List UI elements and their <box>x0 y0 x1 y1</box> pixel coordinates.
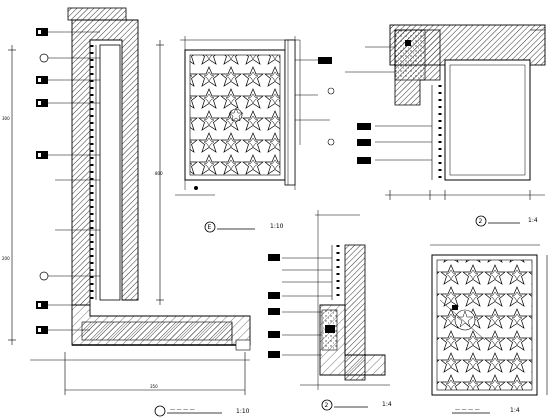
svg-text:350: 350 <box>150 384 158 389</box>
svg-text:200: 200 <box>2 256 10 261</box>
main-section-view: 300 200 800 350 — — — — 1:10 <box>2 7 251 417</box>
top-detail-view: 2 1:4 <box>327 24 546 227</box>
panel-elevation-number: E <box>208 224 212 231</box>
svg-text:800: 800 <box>155 171 163 176</box>
main-section-scale: 1:10 <box>236 408 250 415</box>
mid-detail-title: 2 1:4 <box>321 399 392 411</box>
svg-text:300: 300 <box>2 116 10 121</box>
svg-text:— — — —: — — — — <box>455 407 480 413</box>
main-section-title: — — — — 1:10 <box>154 405 250 417</box>
panel-detail-title: — — — — 1:4 <box>452 407 520 414</box>
panel-elevation-scale: 1:10 <box>270 223 284 230</box>
panel-detail-view: — — — — 1:4 <box>430 244 548 414</box>
mid-detail-view: 2 1:4 <box>268 210 392 411</box>
top-detail-number: 2 <box>479 218 483 225</box>
mid-detail-scale: 1:4 <box>382 401 392 408</box>
panel-elevation-title: E 1:10 <box>204 221 284 233</box>
top-detail-scale: 1:4 <box>528 217 538 224</box>
svg-text:— — — —: — — — — <box>170 407 195 413</box>
mid-detail-number: 2 <box>325 402 329 409</box>
panel-detail-scale: 1:4 <box>510 407 520 414</box>
top-detail-title: 2 1:4 <box>475 215 538 227</box>
panel-elevation-view: E 1:10 <box>175 36 332 233</box>
